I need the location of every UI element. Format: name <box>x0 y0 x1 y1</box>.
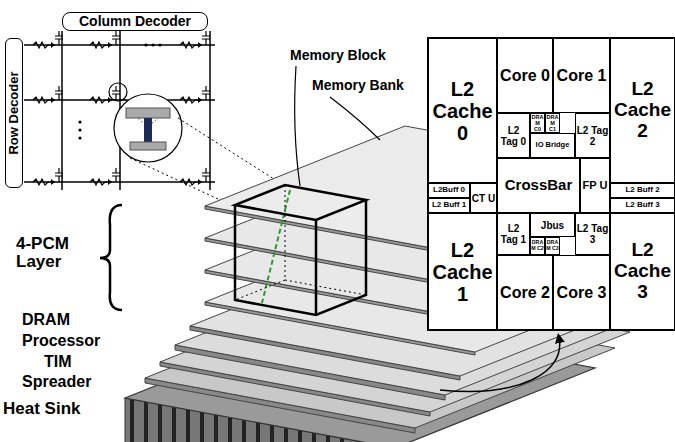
layer-label: Memory Bank <box>312 78 404 93</box>
floorplan-block: Core 3 <box>553 255 610 330</box>
block-label: Core 1 <box>557 67 607 85</box>
layer-label: Memory Block <box>290 48 386 63</box>
cell-symbols <box>33 31 210 185</box>
floorplan-block: L2 Tag 2 <box>575 113 610 158</box>
floorplan-outline <box>428 38 675 330</box>
block-label: DRA M C1 <box>546 114 559 132</box>
floorplan-block: L2 Cache 0 <box>428 38 497 183</box>
floorplan-block: L2 Buff 1 <box>428 198 470 213</box>
floorplan-block: L2 Cache 2 <box>610 38 675 183</box>
zoom-marker <box>109 83 127 101</box>
layer-label: Processor <box>22 333 100 350</box>
block-label: IO Bridge <box>536 141 570 149</box>
block-label: L2 Tag 1 <box>498 223 529 245</box>
floorplan-block: Core 2 <box>497 255 553 330</box>
block-label: Row Decoder <box>7 71 21 154</box>
block-label: L2 Buff 3 <box>625 201 659 210</box>
memory-block-cube <box>235 185 366 315</box>
layer-bracket <box>100 205 122 310</box>
block-label: L2 Buff 1 <box>432 201 466 210</box>
block-label: L2Buff 0 <box>433 186 465 195</box>
floorplan-block: L2 Cache 3 <box>610 213 675 330</box>
block-label: Core 2 <box>500 284 550 302</box>
decoder-box: Row Decoder <box>5 38 23 188</box>
floorplan-block: DRA M C3 <box>545 237 560 255</box>
floorplan-block: L2 Tag 1 <box>497 213 530 255</box>
floorplan-block: L2 Tag 3 <box>575 213 610 255</box>
block-label: L2 Tag 2 <box>576 125 609 147</box>
block-label: CT U <box>472 193 495 204</box>
block-label: DRA M C3 <box>546 240 559 252</box>
block-label: Core 0 <box>500 67 550 85</box>
decoder-box: Column Decoder <box>62 12 208 31</box>
block-label: FP U <box>583 179 608 191</box>
block-label: Jbus <box>541 220 564 231</box>
block-label: L2 Tag 3 <box>576 223 609 245</box>
block-label: Core 3 <box>557 284 607 302</box>
layer-label: TIM <box>44 354 72 371</box>
block-label: L2 Buff 2 <box>625 186 659 195</box>
layer-label: 4-PCM Layer <box>16 235 96 271</box>
floorplan-block: Jbus <box>530 213 575 237</box>
layer-to-floorplan-arrow <box>440 338 560 391</box>
block-label: L2 Cache 3 <box>611 240 674 303</box>
block-label: CrossBar <box>505 177 573 194</box>
memory-array <box>24 31 215 190</box>
floorplan-block: Core 1 <box>553 38 610 113</box>
floorplan-block: Core 0 <box>497 38 553 113</box>
floorplan-block: L2 Tag 0 <box>497 113 530 158</box>
block-label: Column Decoder <box>79 14 191 29</box>
floorplan-block: L2 Buff 2 <box>610 183 675 198</box>
floorplan-block: FP U <box>580 158 610 213</box>
block-label: L2 Cache 0 <box>429 78 496 144</box>
layer-label: DRAM <box>22 312 70 329</box>
floorplan-block: DRA M C1 <box>545 113 560 133</box>
block-label: L2 Tag 0 <box>498 125 529 147</box>
block-label: L2 Cache 1 <box>429 239 496 305</box>
floorplan-block: L2 Buff 3 <box>610 198 675 213</box>
floorplan-block: CT U <box>470 183 497 213</box>
pcm-cell-zoom <box>114 94 182 162</box>
floorplan-block: DRA M C2 <box>530 237 545 255</box>
layer-label: Heat Sink <box>3 400 80 418</box>
block-label: DRA M C0 <box>531 114 544 132</box>
block-label: L2 Cache 2 <box>611 79 674 142</box>
floorplan-block: CrossBar <box>497 158 580 213</box>
block-label: DRA M C2 <box>531 240 544 252</box>
floorplan-block: L2 Cache 1 <box>428 213 497 330</box>
floorplan-block: DRA M C0 <box>530 113 545 133</box>
layer-label: Spreader <box>22 374 91 391</box>
floorplan-block: L2Buff 0 <box>428 183 470 198</box>
stack-layers <box>145 126 675 433</box>
floorplan-block: IO Bridge <box>530 133 575 158</box>
